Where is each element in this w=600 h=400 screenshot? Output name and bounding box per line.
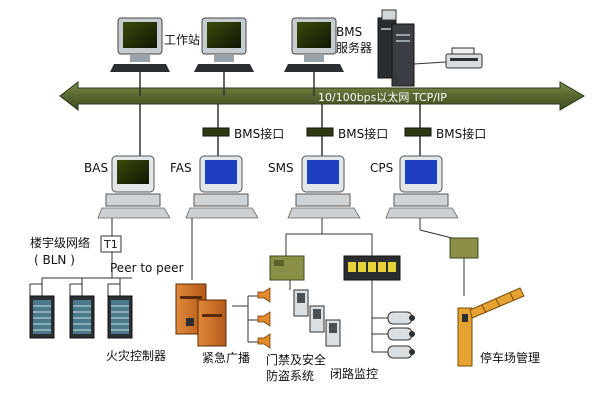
network-label: 10/100bps以太网 TCP/IP (318, 91, 447, 104)
speaker-icon-3 (257, 333, 271, 349)
sms-computer[interactable] (287, 155, 361, 219)
emergency-broadcast-label: 紧急广播 (202, 350, 250, 365)
fas-branch-lines (191, 218, 258, 343)
ethernet-bus: 10/100bps以太网 TCP/IP (59, 80, 585, 112)
fire-controller-2 (69, 295, 95, 339)
workstation-1[interactable] (110, 17, 170, 96)
fire-controller-3 (107, 295, 133, 339)
parking-barrier-icon (457, 287, 525, 367)
cps-label: CPS (370, 161, 393, 175)
t1-router[interactable]: T1 (100, 235, 122, 253)
sms-label: SMS (268, 161, 294, 175)
cctv-matrix (343, 255, 401, 281)
bas-computer[interactable] (97, 155, 171, 219)
peer-to-peer-label: Peer to peer (110, 261, 184, 275)
printer-icon (445, 47, 483, 69)
card-reader-icon-2 (309, 305, 325, 333)
access-control-label-line2: 防盗系统 (266, 368, 314, 383)
access-control-label-line1: 门禁及安全 (266, 352, 326, 367)
access-control-panel (269, 255, 305, 281)
fas-label: FAS (170, 161, 192, 175)
t1-label: T1 (103, 238, 118, 251)
camera-icon-1 (387, 311, 415, 325)
fas-computer[interactable] (185, 155, 259, 219)
card-reader-icon-1 (293, 289, 309, 317)
bms-server-console[interactable] (284, 17, 344, 96)
speaker-icon-2 (257, 311, 271, 327)
server-tower-icon (377, 9, 415, 87)
bms-interface-label-sms: BMS接口 (338, 126, 388, 141)
sms-branch-lines (285, 218, 388, 353)
bas-branch-lines (29, 218, 132, 296)
speaker-icon-1 (257, 287, 271, 303)
fire-controller-label: 火灾控制器 (106, 348, 166, 363)
workstation-label: 工作站 (164, 33, 200, 47)
bln-label-line1: 楼宇级网络 (30, 235, 90, 250)
parking-controller (449, 237, 479, 259)
bms-server-label-line1: BMS (336, 25, 362, 39)
parking-label: 停车场管理 (480, 350, 540, 365)
bms-interface-label-cps: BMS接口 (436, 126, 486, 141)
bms-interface-label-fas: BMS接口 (234, 126, 284, 141)
camera-icon-2 (387, 327, 415, 341)
bms-interface-sms (306, 127, 334, 137)
fire-controller-1 (29, 295, 55, 339)
cps-computer[interactable] (385, 155, 459, 219)
cctv-label: 闭路监控 (330, 366, 378, 381)
bms-interface-cps (404, 127, 432, 137)
workstation-2[interactable] (194, 17, 254, 96)
bms-interface-fas (202, 127, 230, 137)
broadcast-cabinets (175, 283, 227, 347)
bas-label: BAS (84, 161, 108, 175)
bms-server-label-line2: 服务器 (336, 40, 372, 55)
camera-icon-3 (387, 345, 415, 359)
bln-label-line2: ( BLN ) (34, 253, 75, 267)
card-reader-icon-3 (325, 319, 341, 347)
